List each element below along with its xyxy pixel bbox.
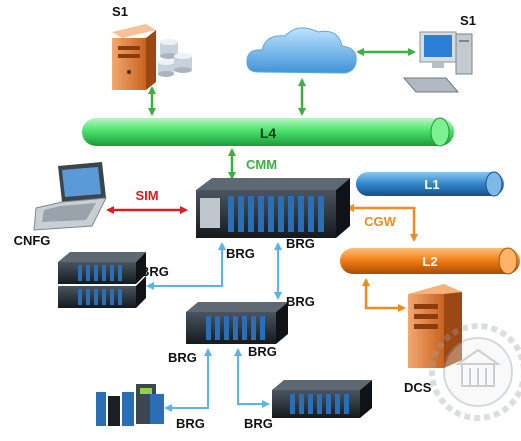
l1-bus: L1 [356, 171, 504, 197]
brg-arrow-bottom-rack [234, 348, 270, 408]
brg-label: BRG [140, 264, 169, 279]
database-icon [158, 39, 192, 77]
laptop-icon [33, 162, 107, 231]
cloud-icon [246, 27, 357, 74]
brg-label: BRG [248, 344, 277, 359]
brg-label: BRG [168, 350, 197, 365]
brg-label: BRG [244, 416, 273, 431]
workstation-icon [402, 31, 473, 93]
cgw-label: CGW [364, 214, 397, 229]
brg-label: BRG [176, 416, 205, 431]
dcs-server-icon [408, 284, 462, 368]
sim-label: SIM [135, 188, 158, 203]
l2-dcs-arrow [362, 278, 406, 312]
controller-rack-icon [196, 178, 350, 238]
io-modules-icon [96, 384, 164, 426]
brg-arrow-io-modules [164, 348, 212, 412]
brg-label: BRG [226, 246, 255, 261]
dcs-label: DCS [404, 380, 432, 395]
s1-right-label: S1 [460, 13, 476, 28]
cmm-label: CMM [246, 157, 277, 172]
brg-arrow-left-rack [146, 242, 226, 290]
left-rack-icon [58, 252, 146, 308]
l2-label: L2 [422, 254, 437, 269]
l1-label: L1 [424, 177, 439, 192]
bottom-rack-icon [272, 380, 372, 418]
l4-bus: L4 [82, 117, 454, 147]
server-icon [112, 24, 192, 90]
cnfg-label: CNFG [14, 233, 51, 248]
middle-rack-icon [186, 302, 288, 344]
l2-bus: L2 [340, 247, 520, 275]
cgw-arrow [346, 204, 418, 242]
watermark-seal-icon [429, 323, 521, 421]
brg-label: BRG [286, 236, 315, 251]
s1-left-label: S1 [112, 4, 128, 19]
brg-label: BRG [286, 294, 315, 309]
l4-label: L4 [260, 125, 277, 141]
